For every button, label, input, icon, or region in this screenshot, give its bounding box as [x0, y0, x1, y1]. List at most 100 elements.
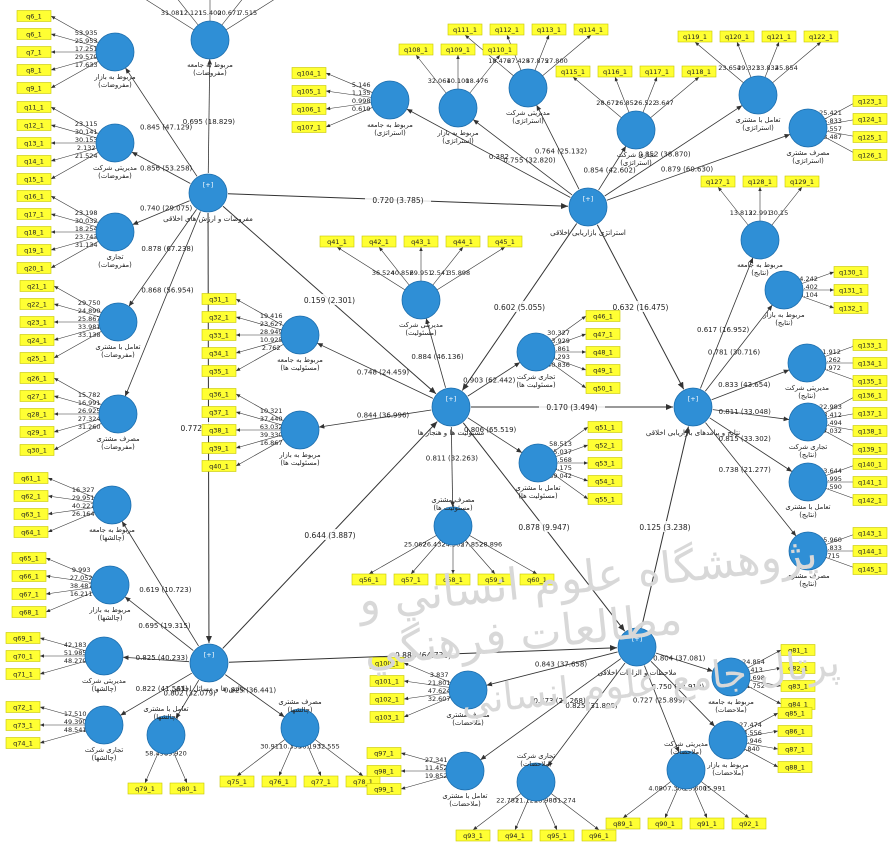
construct-name-label: تعامل با مشتری	[95, 343, 140, 351]
loading-weight-label: 33.138	[78, 331, 101, 339]
indicator-box-q101_1	[369, 675, 405, 687]
construct-name-sublabel: (نتایج)	[751, 269, 769, 277]
construct-name-label: مربوط به بازار	[278, 451, 321, 459]
indicator-label: q82_1	[788, 665, 808, 673]
indicator-label: q26_1	[27, 375, 47, 383]
indicator-label: q54_1	[595, 478, 615, 486]
sub-construct-circle	[516, 762, 556, 802]
sub-construct-circle	[95, 32, 135, 72]
indicator-label: q121_1	[767, 33, 791, 41]
indicator-label: q113_1	[537, 26, 561, 34]
construct-name-label: مدیریتی شرکت	[399, 321, 443, 329]
construct-name-label: مربوط به جامعه	[89, 526, 135, 534]
loading-weight-label: 40.100	[447, 77, 470, 85]
indicator-box-q35_1	[201, 365, 237, 377]
indicator-box-q14_1	[16, 155, 52, 167]
construct-name-label: تعامل با مشتری	[442, 792, 487, 800]
indicator-label: q103_1	[375, 714, 399, 722]
loading-weight-label: 17.251	[75, 45, 98, 53]
construct-name-sublabel: (ملاحضات)	[520, 760, 552, 768]
hub-to-construct-path	[225, 674, 285, 718]
indicator-label: q68_1	[19, 609, 39, 617]
indicator-box-q25_1	[19, 352, 55, 364]
indicator-box-q102_1	[369, 693, 405, 705]
indicator-label: q99_1	[374, 786, 394, 794]
construct-name-sublabel: (مسئولیت ها)	[518, 492, 558, 500]
indicator-box-q38_1	[201, 424, 237, 436]
indicator-box-q78_1	[345, 775, 381, 788]
loading-weight-label: 22.590	[819, 483, 842, 491]
indicator-label: q120_1	[725, 33, 749, 41]
indicator-box-q91_1	[689, 817, 725, 830]
indicator-box-q93_1	[455, 829, 491, 842]
construct-path-label: 0.879 (60.630)	[661, 165, 713, 173]
indicator-label: q62_1	[21, 493, 41, 501]
construct-path-label: 0.825 (40.233)	[136, 654, 188, 662]
loading-weight-label: 69.920	[164, 750, 187, 758]
sub-construct-circle	[740, 220, 780, 260]
indicator-label: q94_1	[505, 832, 525, 840]
indicator-box-q105_1	[291, 85, 327, 97]
loading-weight-label: 26.852	[615, 99, 638, 107]
loading-weight-label: 48.541	[64, 726, 87, 734]
hub-expand-marker: [+]	[446, 395, 457, 403]
indicator-label: q86_1	[785, 728, 805, 736]
loading-weight-label: 5.146	[352, 81, 371, 89]
indicator-label: q133_1	[858, 342, 882, 350]
sub-construct-circle	[448, 670, 488, 710]
sub-construct-circle	[370, 80, 410, 120]
hub-to-construct-path	[406, 108, 571, 198]
indicator-box-q47_1	[585, 328, 621, 340]
indicator-label: q111_1	[453, 26, 477, 34]
loading-weight-label: 53.935	[75, 29, 98, 37]
loading-weight-label: 16.327	[72, 486, 95, 494]
indicator-box-q30_1	[19, 444, 55, 456]
construct-name-sublabel: (استراتژی)	[792, 157, 824, 165]
indicator-box-q139_1	[852, 443, 888, 455]
sub-construct-circle	[788, 108, 828, 148]
loading-weight-label: 33.832	[756, 64, 779, 72]
indicator-label: q79_1	[135, 785, 155, 793]
construct-path-label: 0.764 (25.132)	[535, 147, 587, 155]
hub-to-construct-path	[318, 409, 432, 429]
indicator-box-q120_1	[719, 30, 755, 43]
indicator-box-q70_1	[5, 650, 41, 662]
loading-weight-label: 30.032	[75, 217, 98, 225]
indicator-box-q21_1	[19, 280, 55, 292]
indicator-box-q94_1	[497, 829, 533, 842]
hub-to-construct-path	[175, 679, 200, 719]
sub-construct-circle	[666, 750, 706, 790]
construct-path-label: 0.856 (53.258)	[140, 165, 192, 173]
construct-path-label: 0.903 (62.442)	[463, 376, 515, 384]
construct-path-label: 0.619 (10.723)	[139, 586, 191, 594]
loading-weight-label: 40.227	[72, 502, 95, 510]
loading-weight-label: 11.452	[425, 764, 448, 772]
indicator-box-q90_1	[647, 817, 683, 830]
indicator-box-q60_1	[519, 573, 555, 586]
loading-weight-label: 28.412	[819, 411, 842, 419]
loading-weight-label: 27.852	[461, 541, 484, 549]
loading-weight-label: 27.052	[70, 574, 93, 582]
construct-name-sublabel: (نتایج)	[798, 392, 816, 400]
hub-expand-marker: [+]	[583, 195, 594, 203]
sub-construct-circle	[98, 394, 138, 434]
indicator-label: q13_1	[24, 140, 44, 148]
indicator-box-q31_1	[201, 293, 237, 305]
loading-weight-label: 22.983	[819, 403, 842, 411]
loading-weight-label: 44.242	[795, 275, 818, 283]
indicator-label: q89_1	[613, 820, 633, 828]
indicator-box-q87_1	[777, 743, 813, 755]
indicator-label: q6_1	[26, 13, 42, 21]
hub-to-construct-path	[709, 417, 793, 472]
sub-construct-circle	[711, 657, 751, 697]
construct-name-sublabel: (چالشها)	[288, 706, 313, 714]
indicator-box-q29_1	[19, 426, 55, 438]
indicator-label: q14_1	[24, 158, 44, 166]
indicator-label: q142_1	[858, 497, 882, 505]
indicator-box-q124_1	[852, 113, 888, 125]
construct-name-sublabel: (استراتژی)	[442, 137, 474, 145]
hub-to-construct-path	[124, 596, 194, 651]
loading-weight-label: 7.515	[238, 9, 257, 17]
indicator-box-q83_1	[780, 680, 816, 692]
construct-name-label: مدیریتی شرکت	[82, 677, 126, 685]
